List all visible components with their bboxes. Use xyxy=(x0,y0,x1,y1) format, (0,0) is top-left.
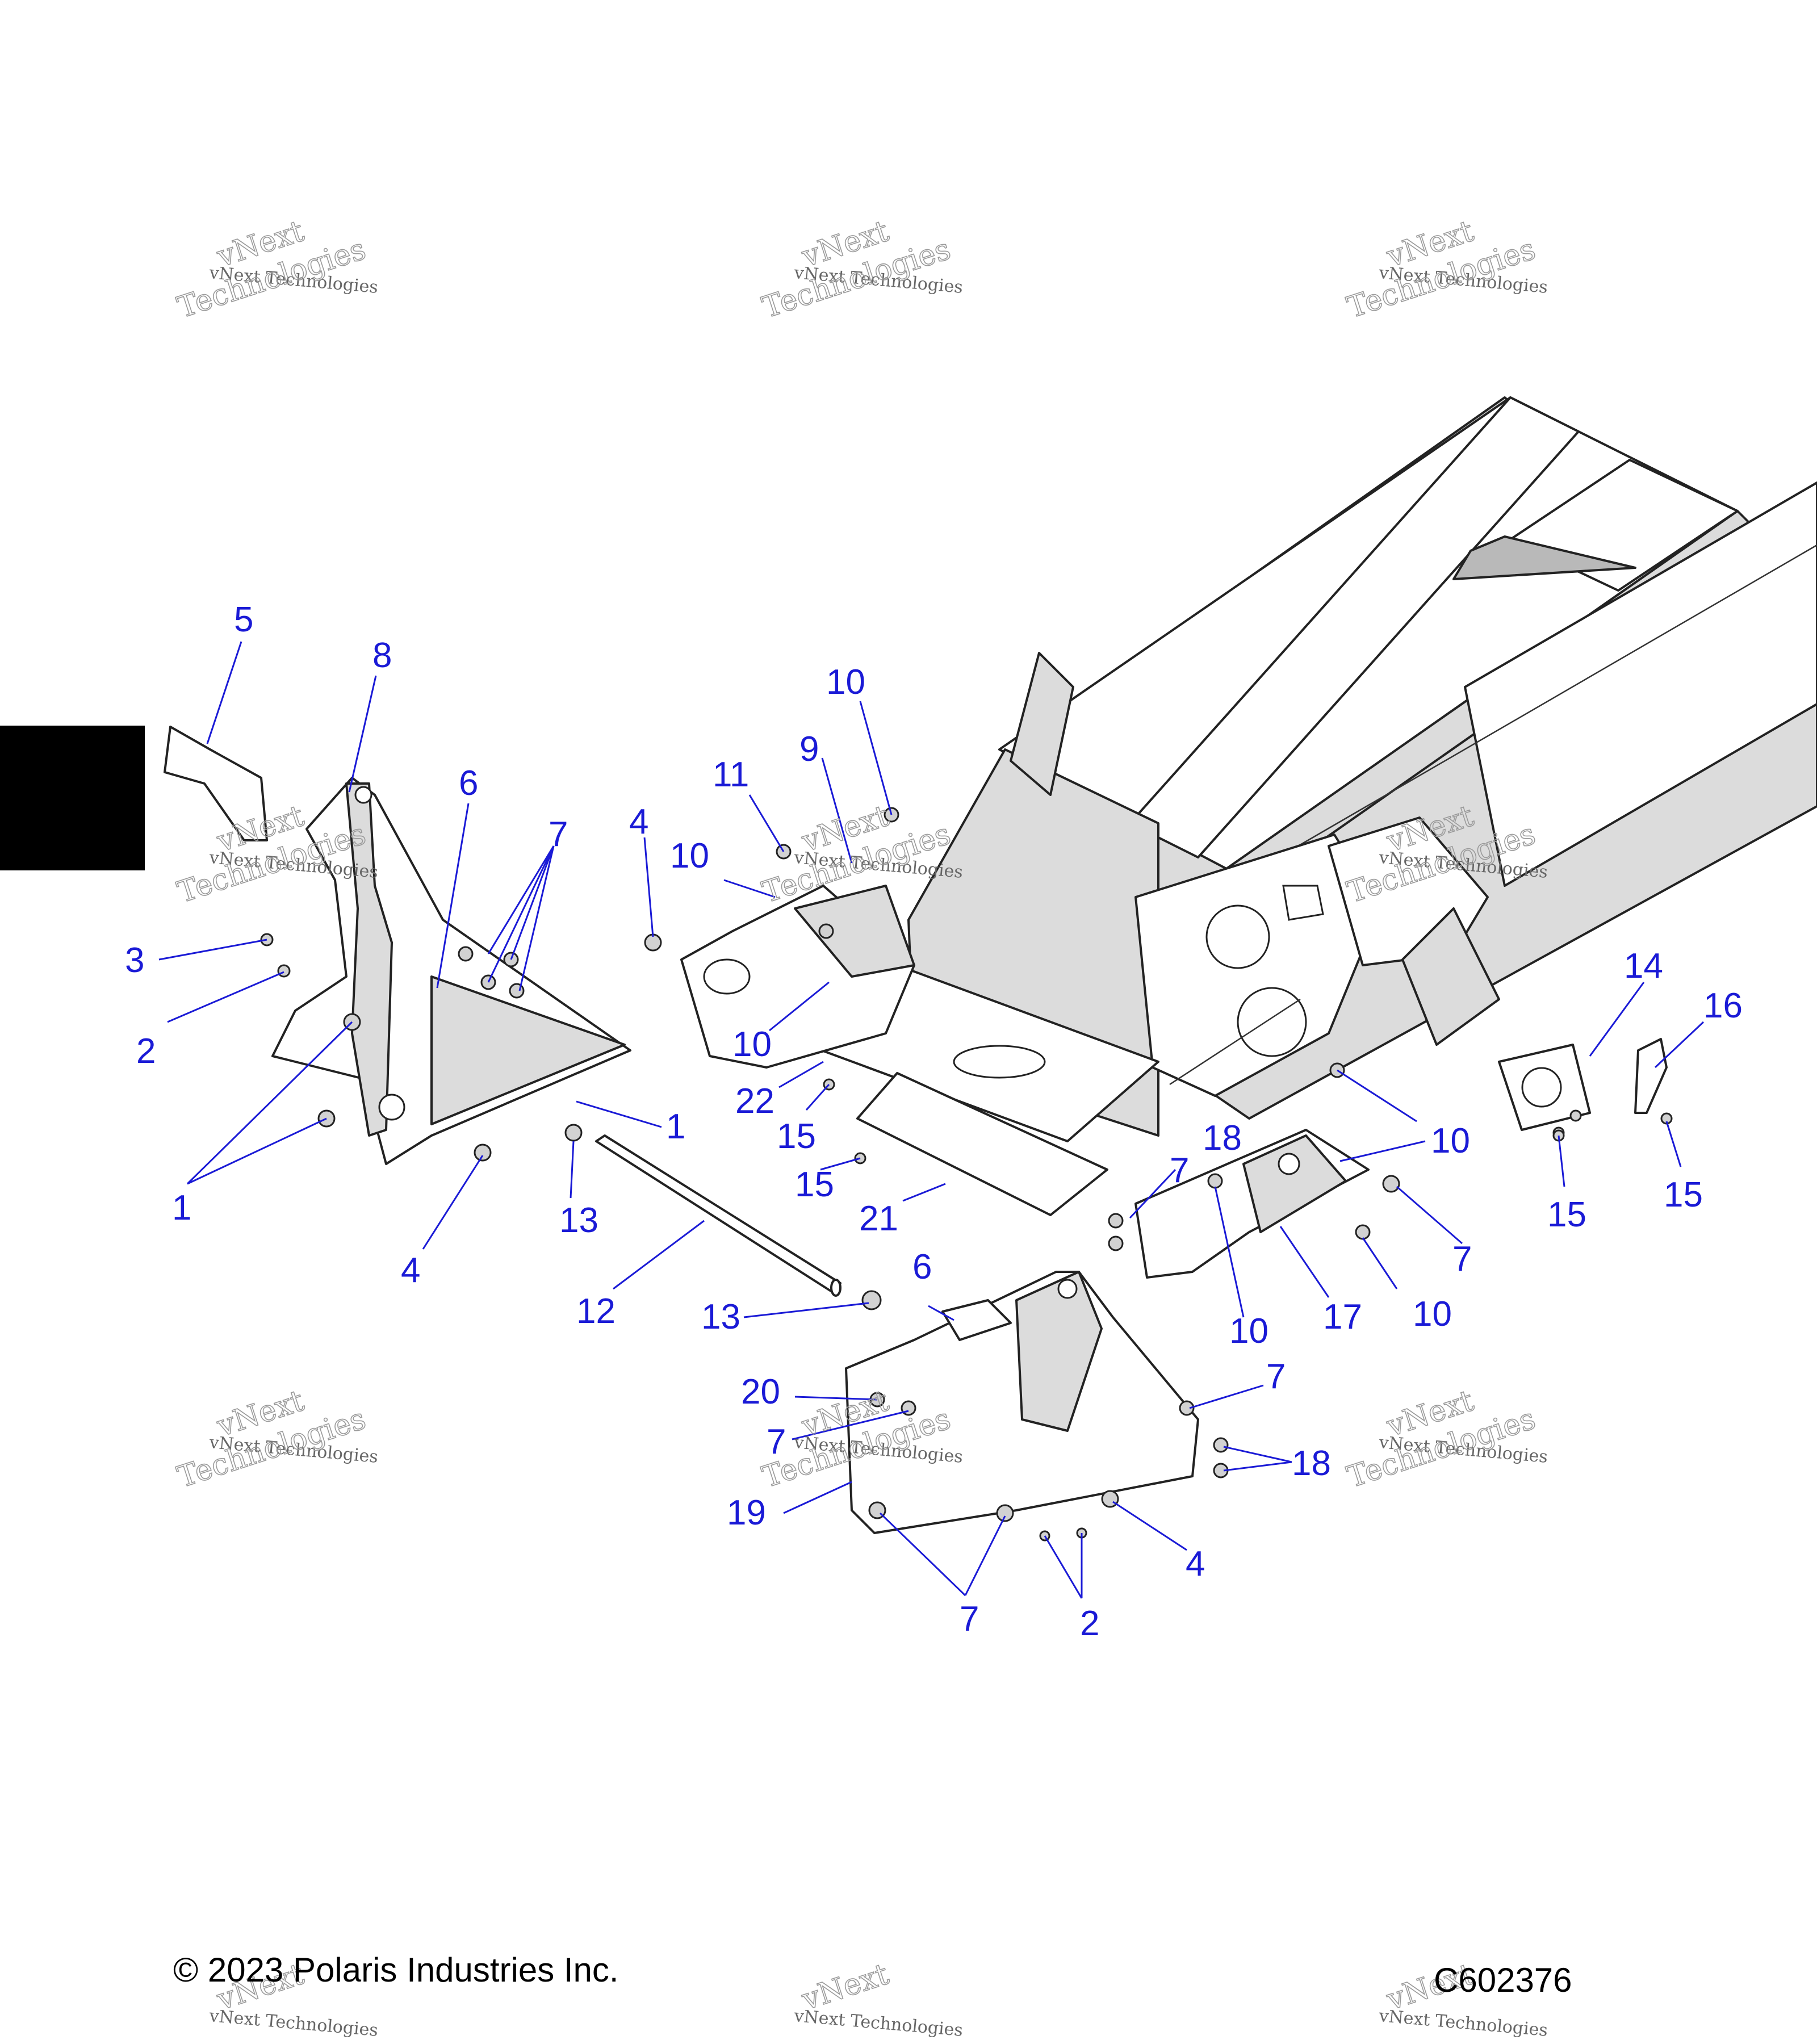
callout-13: 13 xyxy=(701,1297,740,1337)
callout-17: 17 xyxy=(1323,1297,1362,1337)
callout-10: 10 xyxy=(1431,1121,1470,1161)
callout-7: 7 xyxy=(1266,1357,1286,1396)
watermark-company: vNext Technologies xyxy=(1378,2006,1548,2041)
callout-6: 6 xyxy=(459,764,478,803)
callouts: 5 8 6 7 3 2 1 1 4 4 13 12 13 10 9 11 10 … xyxy=(125,600,1743,1643)
callout-7: 7 xyxy=(549,815,568,854)
callout-7: 7 xyxy=(1452,1239,1472,1279)
cross-tube xyxy=(595,1134,841,1297)
watermark-company: vNext Technologies xyxy=(793,2006,964,2041)
watermark-company: vNext Technologies xyxy=(208,2006,379,2041)
callout-7: 7 xyxy=(767,1422,786,1461)
callout-7: 7 xyxy=(1170,1151,1189,1190)
fasteners xyxy=(260,807,1673,1542)
callout-19: 19 xyxy=(727,1493,766,1532)
callout-13: 13 xyxy=(559,1201,598,1240)
watermark: vNext vNext Technologies Technologies xyxy=(1343,213,1549,325)
watermark: vNext vNext Technologies Technologies xyxy=(758,213,964,325)
callout-18: 18 xyxy=(1292,1444,1331,1483)
watermark: vNext vNext Technologies Technologies xyxy=(173,1383,379,1495)
tunnel-assembly xyxy=(907,396,1817,1137)
callout-3: 3 xyxy=(125,941,144,980)
copyright-text: © 2023 Polaris Industries Inc. xyxy=(173,1951,619,1989)
callout-2: 2 xyxy=(1080,1604,1099,1643)
front-bulkhead-left xyxy=(271,777,631,1165)
callout-7: 7 xyxy=(960,1599,979,1639)
callout-18: 18 xyxy=(1203,1119,1242,1158)
callout-10: 10 xyxy=(732,1025,772,1064)
watermark: vNext vNext Technologies Technologies xyxy=(1343,1383,1549,1495)
diagram-code: C602376 xyxy=(1434,1961,1572,1999)
callout-15: 15 xyxy=(1547,1195,1586,1234)
callout-10: 10 xyxy=(1413,1295,1452,1334)
callout-10: 10 xyxy=(826,663,865,702)
lower-bulkhead xyxy=(845,1271,1199,1534)
section-tab xyxy=(0,726,145,870)
callout-16: 16 xyxy=(1703,986,1743,1025)
callout-15: 15 xyxy=(795,1165,834,1204)
callout-9: 9 xyxy=(799,730,819,769)
callout-5: 5 xyxy=(234,600,253,639)
callout-4: 4 xyxy=(401,1251,420,1290)
callout-8: 8 xyxy=(372,636,392,675)
callout-10: 10 xyxy=(670,836,709,876)
callout-1: 1 xyxy=(666,1107,685,1146)
callout-11: 11 xyxy=(713,755,749,794)
callout-22: 22 xyxy=(735,1082,774,1121)
callout-14: 14 xyxy=(1624,946,1663,986)
callout-12: 12 xyxy=(576,1292,616,1331)
bracket-6 xyxy=(941,1299,1012,1341)
watermark: vNext vNext Technologies Technologies xyxy=(173,213,379,325)
callout-1: 1 xyxy=(172,1188,191,1228)
callout-2: 2 xyxy=(136,1032,156,1071)
callout-15: 15 xyxy=(777,1117,816,1156)
callout-4: 4 xyxy=(629,802,648,841)
bracket-16 xyxy=(1634,1038,1668,1114)
shock-tower xyxy=(680,885,915,1069)
callout-10: 10 xyxy=(1229,1312,1268,1351)
bracket-5 xyxy=(164,726,268,841)
callout-6: 6 xyxy=(912,1247,932,1287)
callout-15: 15 xyxy=(1664,1175,1703,1214)
watermark: vNext vNext Technologies xyxy=(793,1957,964,2041)
callout-4: 4 xyxy=(1186,1544,1205,1584)
front-arm xyxy=(1134,1129,1370,1279)
callout-20: 20 xyxy=(741,1372,780,1411)
leader-lines xyxy=(158,641,1705,1599)
callout-21: 21 xyxy=(859,1199,898,1238)
